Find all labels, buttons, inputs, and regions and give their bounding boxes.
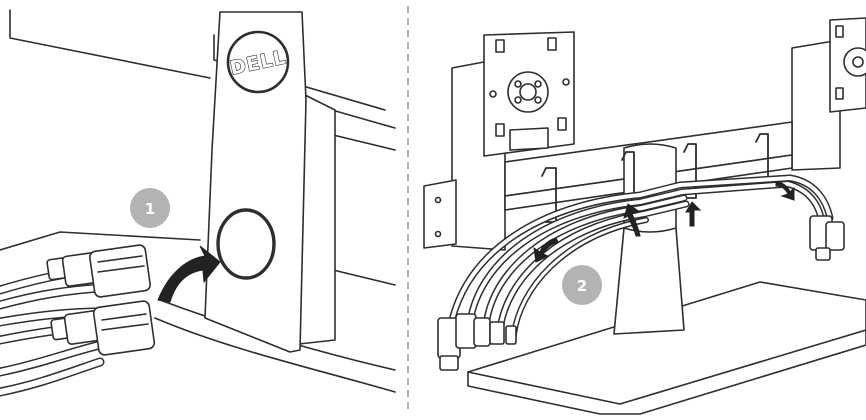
cable-bundle-right	[448, 174, 834, 337]
left-panel-step-1: DELL	[0, 9, 396, 397]
step-badge-2: 2	[562, 265, 602, 305]
curved-arrow-icon	[623, 203, 642, 237]
step-badge-1: 1	[130, 188, 170, 228]
vesa-plate-left	[483, 31, 575, 157]
stand-column-center	[613, 143, 685, 335]
dell-logo-icon: DELL	[226, 30, 290, 94]
left-bracket	[423, 179, 457, 249]
cable-hole	[216, 208, 276, 280]
power-connectors-upper	[46, 244, 151, 298]
cable-connectors-left	[437, 313, 517, 371]
desk-surface	[0, 231, 396, 393]
monitor-back-edge	[9, 9, 386, 111]
vesa-plate-right	[829, 17, 866, 113]
stand-column-front	[623, 227, 677, 233]
power-connectors-lower	[50, 300, 156, 356]
stand-base	[467, 281, 866, 415]
right-panel-step-2	[423, 17, 866, 415]
stand-base-edge	[467, 329, 866, 405]
curved-arrow-icon	[157, 245, 221, 303]
curved-arrow-icon	[775, 181, 795, 201]
step-number-1: 1	[145, 200, 155, 218]
step-number-2: 2	[577, 277, 587, 295]
routing-arrows	[533, 181, 795, 263]
curved-arrow-icon	[533, 237, 559, 263]
cable-connectors-right	[809, 215, 845, 261]
curved-arrow-icon	[685, 201, 702, 227]
